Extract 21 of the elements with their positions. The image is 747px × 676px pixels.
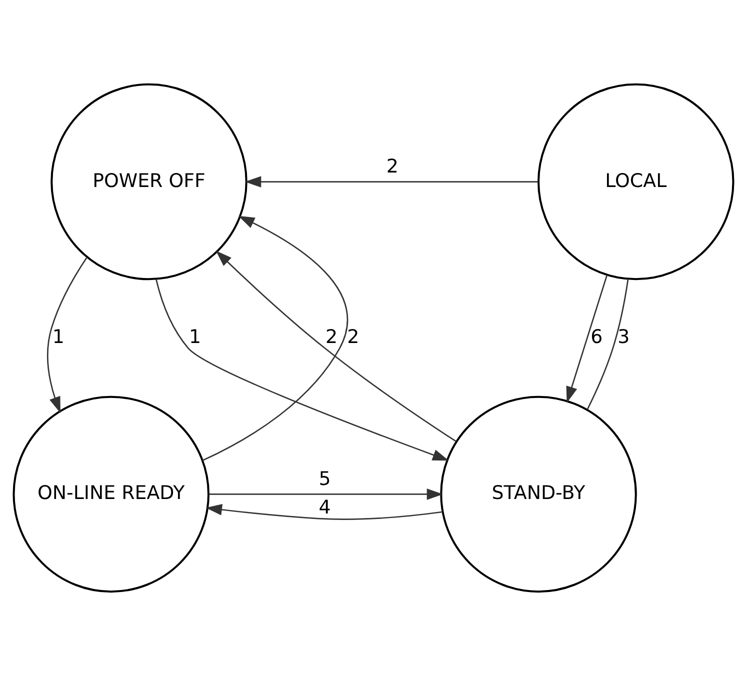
edge-label: 4 xyxy=(318,496,331,518)
arrow xyxy=(566,274,608,403)
edge-label: 1 xyxy=(188,326,201,348)
arrow xyxy=(156,279,449,461)
arrow xyxy=(208,488,444,500)
edge-label: 5 xyxy=(318,468,331,490)
edge-label: 2 xyxy=(347,326,360,348)
arrow xyxy=(46,256,88,414)
arrow xyxy=(216,250,457,442)
arrow xyxy=(206,504,443,520)
node-circle: LOCAL xyxy=(538,83,734,280)
edge-label: 3 xyxy=(618,326,630,348)
node-circle: POWER OFF xyxy=(50,83,248,280)
connector xyxy=(586,278,629,410)
arrow xyxy=(244,176,538,188)
edge-label: 1 xyxy=(52,326,64,348)
edge-label: 6 xyxy=(590,326,603,348)
edge-label: 2 xyxy=(386,156,398,178)
edge-label: 2 xyxy=(326,326,338,348)
node-circle: STAND-BY xyxy=(440,396,637,593)
arrow xyxy=(202,216,348,462)
